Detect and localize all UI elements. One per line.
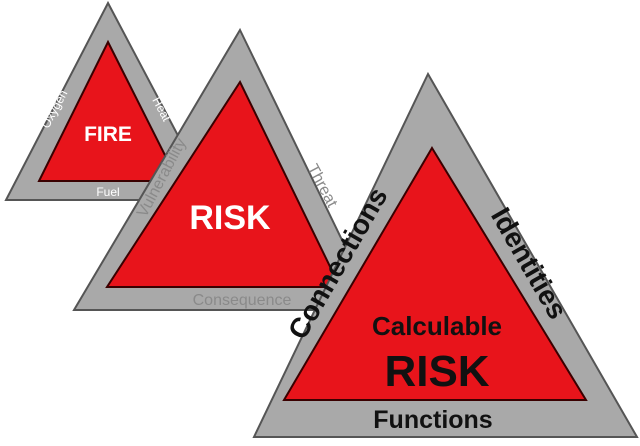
fire-triangle: FIRE Oxygen Heat Fuel	[4, 0, 214, 201]
calculable-risk-core	[282, 146, 588, 401]
calculable-risk-center-label-line1: Calculable	[372, 311, 502, 341]
risk-edge-bottom-label: Consequence	[193, 292, 292, 309]
fire-core	[37, 39, 180, 182]
risk-core	[105, 79, 342, 288]
calculable-risk-edge-bottom-label: Functions	[373, 406, 492, 434]
fire-edge-bottom-label: Fuel	[96, 185, 119, 199]
calculable-risk-triangle: Calculable RISK Connections Identities F…	[252, 71, 639, 438]
risk-center-label: RISK	[189, 199, 271, 237]
risk-triangle: RISK Vulnerability Threat Consequence	[72, 27, 378, 311]
fire-center-label: FIRE	[84, 123, 132, 146]
calculable-risk-center-label-line2: RISK	[384, 347, 489, 396]
